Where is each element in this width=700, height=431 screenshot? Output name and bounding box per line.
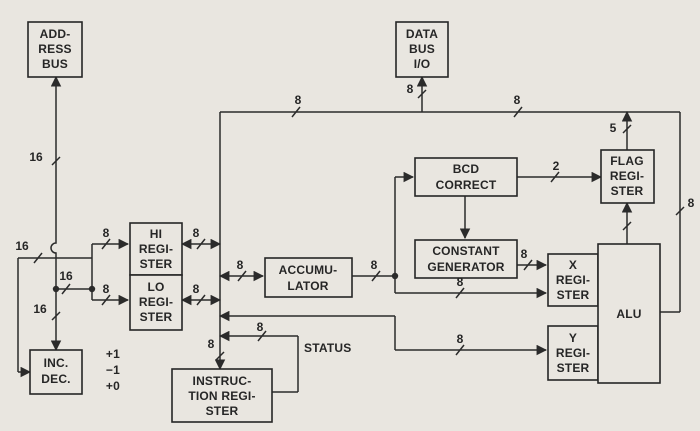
width-label: 8 [407, 82, 414, 96]
width-label: 8 [193, 282, 200, 296]
address-bus-label: ADD- [40, 27, 71, 41]
accumulator-label: ACCUMU- [279, 263, 338, 277]
x-register-block: X REGI- STER [547, 253, 599, 307]
data-bus-label: I/O [414, 57, 431, 71]
inc-dec-label: INC. [44, 356, 69, 370]
x-register-label: X [569, 258, 577, 272]
junction-dot [88, 285, 96, 293]
width-label: 2 [553, 159, 560, 173]
constant-generator-block: CONSTANT GENERATOR [414, 239, 518, 279]
data-bus-block: DATA BUS I/O [395, 21, 449, 78]
address-bus-label: RESS [38, 42, 71, 56]
bus-width-labels: 16 8 8 8 5 2 8 8 8 8 8 8 8 8 8 8 8 8 16 … [15, 82, 694, 351]
data-bus-label: BUS [409, 42, 435, 56]
junction-dot [391, 272, 399, 280]
x-register-label: STER [557, 288, 590, 302]
lo-register-label: LO [147, 280, 164, 294]
width-label: 8 [457, 275, 464, 289]
flag-register-label: STER [611, 184, 644, 198]
hi-register-label: HI [150, 227, 162, 241]
width-label: 8 [457, 332, 464, 346]
y-register-label: Y [569, 331, 577, 345]
width-label: 8 [371, 258, 378, 272]
junctions [52, 272, 399, 293]
width-label: 16 [29, 150, 43, 164]
flag-register-label: FLAG [610, 154, 643, 168]
hi-register-label: REGI- [139, 242, 173, 256]
bcd-correct-label: BCD [453, 162, 480, 176]
width-label: 8 [514, 93, 521, 107]
alu-label: ALU [616, 307, 641, 321]
accumulator-block: ACCUMU- LATOR [264, 257, 353, 298]
lo-register-label: STER [140, 310, 173, 324]
alu-block: ALU [597, 243, 661, 384]
flag-register-block: FLAG REGI- STER [600, 149, 655, 204]
lo-register-label: REGI- [139, 295, 173, 309]
hi-register-label: STER [140, 257, 173, 271]
width-label: 16 [59, 269, 73, 283]
width-label: 16 [33, 302, 47, 316]
bcd-correct-label: CORRECT [436, 178, 497, 192]
width-label: 16 [15, 239, 29, 253]
instruction-register-label: TION REGI- [188, 389, 255, 403]
width-label: 5 [610, 121, 617, 135]
inc-value-label: −1 [106, 363, 120, 377]
width-label: 8 [237, 258, 244, 272]
instruction-register-block: INSTRUC- TION REGI- STER [171, 368, 273, 423]
address-bus-block: ADD- RESS BUS [27, 21, 83, 78]
width-label: 8 [103, 282, 110, 296]
inc-value-label: +1 [106, 347, 120, 361]
address-bus-label: BUS [42, 57, 68, 71]
width-label: 8 [688, 196, 695, 210]
wires [17, 75, 681, 393]
width-label: 8 [295, 93, 302, 107]
address-bus-hop [50, 222, 57, 258]
width-label: 8 [103, 226, 110, 240]
inc-dec-block: INC. DEC. [29, 349, 83, 395]
inc-dec-label: DEC. [41, 372, 70, 386]
flag-register-label: REGI- [610, 169, 644, 183]
y-register-label: REGI- [556, 346, 590, 360]
y-register-block: Y REGI- STER [547, 325, 599, 381]
width-label: 8 [208, 337, 215, 351]
hi-register-block: HI REGI- STER [129, 222, 183, 276]
width-label: 8 [257, 320, 264, 334]
bus-width-ticks [33, 89, 685, 361]
constant-generator-label: GENERATOR [427, 260, 504, 274]
x-register-label: REGI- [556, 273, 590, 287]
inc-value-label: +0 [106, 379, 120, 393]
status-label: STATUS [304, 341, 351, 355]
y-register-label: STER [557, 361, 590, 375]
width-label: 8 [193, 226, 200, 240]
instruction-register-label: INSTRUC- [193, 374, 252, 388]
data-bus-label: DATA [406, 27, 438, 41]
width-label: 8 [521, 247, 528, 261]
junction-dot [52, 285, 60, 293]
accumulator-label: LATOR [287, 279, 328, 293]
constant-generator-label: CONSTANT [432, 244, 500, 258]
instruction-register-label: STER [206, 404, 239, 418]
lo-register-block: LO REGI- STER [129, 274, 183, 331]
bcd-correct-block: BCD CORRECT [414, 157, 518, 197]
